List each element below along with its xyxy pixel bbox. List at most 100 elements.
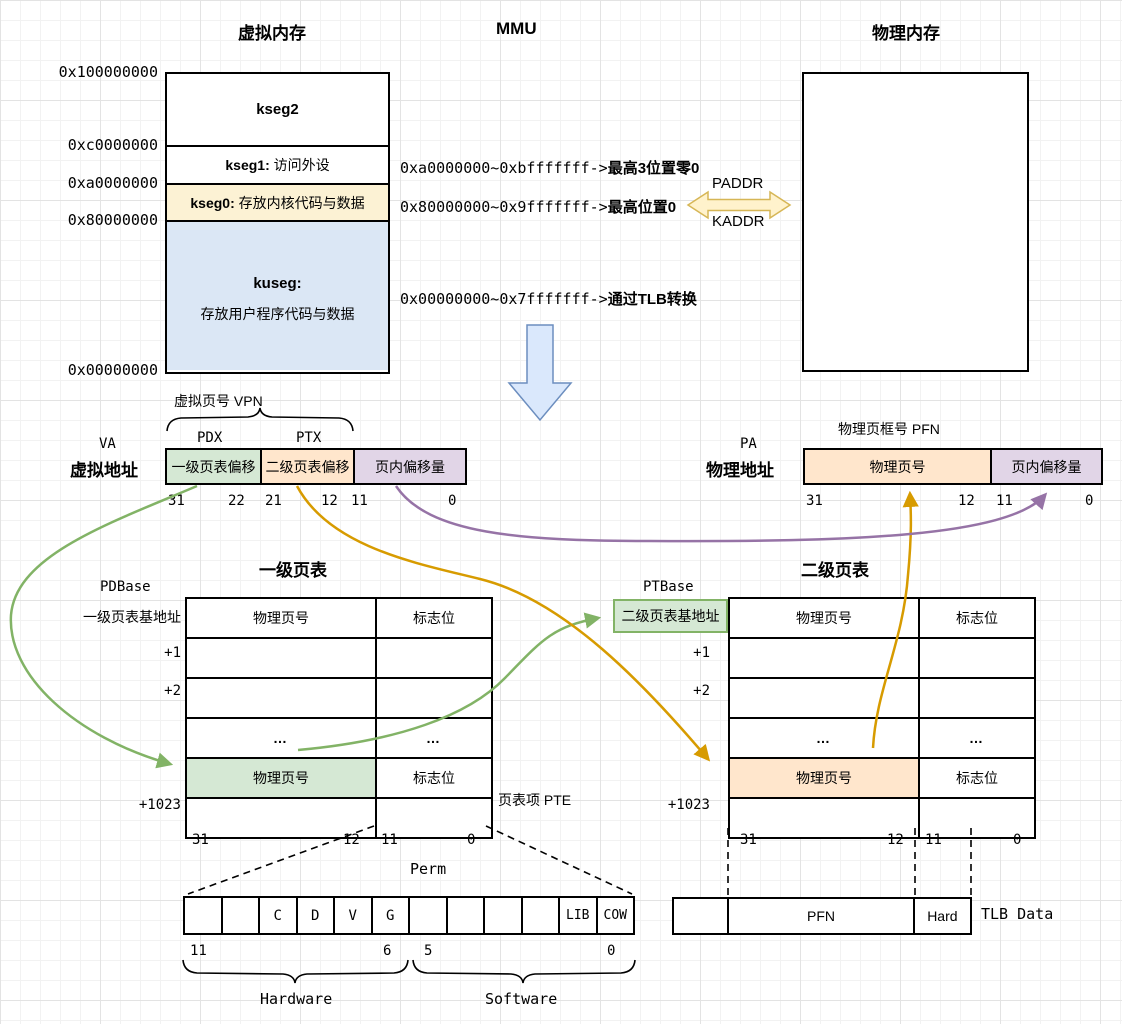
pfn-label: 物理页框号 PFN — [838, 421, 940, 437]
segment-kseg2: kseg2 — [167, 74, 388, 147]
pt2-bit-12: 12 — [887, 832, 904, 848]
perm-title: Perm — [410, 860, 447, 878]
software-label: Software — [485, 990, 558, 1008]
perm-cell-lib: LIB — [560, 898, 598, 933]
kseg2-label: kseg2 — [256, 101, 299, 118]
perm-bit-6: 6 — [383, 943, 392, 959]
pt2-plus2-label: +2 — [693, 683, 710, 699]
pt1-empty-cell — [375, 677, 493, 719]
pt2-empty-cell — [728, 637, 920, 679]
mmu-rule-kseg0: 0x80000000~0x9fffffff->最高位置0 — [400, 196, 676, 217]
pt1-plus2-label: +2 — [164, 683, 181, 699]
pt1-plus1023-label: +1023 — [138, 797, 181, 813]
mmu-rule-kuseg-action: 通过TLB转换 — [607, 291, 697, 308]
addr-0x100000000: 0x100000000 — [58, 63, 158, 81]
hardware-label: Hardware — [260, 990, 333, 1008]
level2-page-table: 物理页号标志位 …… 物理页号标志位 — [728, 597, 1036, 839]
tlb-data-entry: PFN Hard — [672, 897, 972, 935]
va-bit-0: 0 — [448, 493, 457, 509]
mmu-header: MMU — [496, 19, 537, 38]
table-row — [728, 677, 1036, 719]
kaddr-label: KADDR — [712, 213, 765, 230]
pt2-empty-cell — [728, 797, 920, 839]
pt1-bit-12: 12 — [343, 832, 360, 848]
dashed-line-pte-perm-right — [485, 825, 633, 895]
hardware-brace — [182, 959, 409, 984]
pt2-dots-cell: … — [728, 717, 920, 759]
kseg1-desc: 访问外设 — [273, 157, 330, 173]
pa-bit-31: 31 — [806, 493, 823, 509]
pa-title: 物理地址 — [706, 461, 774, 480]
mmu-rule-kseg0-action: 最高位置0 — [607, 199, 677, 216]
addr-0x80000000: 0x80000000 — [67, 211, 158, 229]
physical-memory-box — [802, 72, 1029, 372]
segment-kseg1: kseg1: 访问外设 — [167, 147, 388, 185]
tlb-data-label: TLB Data — [981, 905, 1054, 923]
perm-cell-v: V — [335, 898, 373, 933]
mmu-rule-kseg0-range: 0x80000000~0x9fffffff-> — [400, 198, 608, 216]
pt2-base-address-box: 二级页表基地址 — [613, 599, 728, 633]
table-row: 物理页号标志位 — [728, 757, 1036, 799]
perm-bit-11: 11 — [190, 943, 207, 959]
segment-kseg0: kseg0: 存放内核代码与数据 — [167, 185, 388, 222]
va-bit-21: 21 — [265, 493, 282, 509]
va-bit-22: 22 — [228, 493, 245, 509]
pt1-ppn-cell: 物理页号 — [185, 597, 377, 639]
purple-arrow-offset-to-pa — [394, 485, 1048, 543]
addr-0x00000000: 0x00000000 — [67, 361, 158, 379]
va-field-pdx-offset: 一级页表偏移 — [167, 450, 262, 483]
pa-field-page-number: 物理页号 — [805, 450, 992, 483]
va-field-ptx-offset: 二级页表偏移 — [262, 450, 355, 483]
table-row: 物理页号标志位 — [185, 597, 493, 639]
table-row — [185, 797, 493, 839]
pa-bit-11: 11 — [996, 493, 1013, 509]
pt1-empty-cell — [185, 677, 377, 719]
table-row — [185, 637, 493, 679]
software-brace — [412, 959, 636, 984]
kuseg-label: kuseg: — [253, 275, 302, 292]
perm-cell-8 — [485, 898, 523, 933]
perm-bit-0: 0 — [607, 943, 616, 959]
pt1-empty-cell — [375, 637, 493, 679]
pt1-selected-flags-cell: 标志位 — [375, 757, 493, 799]
perm-cell-7 — [448, 898, 485, 933]
pt2-empty-cell — [918, 797, 1036, 839]
pt1-plus1-label: +1 — [164, 645, 181, 661]
va-bit-12: 12 — [321, 493, 338, 509]
pa-bit-0: 0 — [1085, 493, 1094, 509]
va-bit-11: 11 — [351, 493, 368, 509]
va-short-label: VA — [99, 436, 116, 452]
kuseg-desc: 存放用户程序代码与数据 — [200, 306, 355, 322]
perm-bit-5: 5 — [424, 943, 433, 959]
pt2-flags-cell: 标志位 — [918, 597, 1036, 639]
perm-cell-d: D — [298, 898, 335, 933]
pt1-bit-0: 0 — [467, 832, 476, 848]
tlb-cell-hard: Hard — [927, 908, 958, 924]
perm-cell-1 — [223, 898, 260, 933]
addr-0xa0000000: 0xa0000000 — [67, 174, 158, 192]
paddr-label: PADDR — [712, 175, 764, 192]
pt2-empty-cell — [728, 677, 920, 719]
pt1-bit-31: 31 — [192, 832, 209, 848]
physical-memory-header: 物理内存 — [872, 24, 940, 43]
pt2-plus1023-label: +1023 — [667, 797, 710, 813]
pt2-bit-0: 0 — [1013, 832, 1022, 848]
pt1-flags-cell: 标志位 — [375, 597, 493, 639]
pt1-base-row-label: 一级页表基地址 — [83, 609, 181, 625]
mmu-rule-kseg1-action: 最高3位置零0 — [607, 160, 700, 177]
level1-page-table: 物理页号标志位 …… 物理页号标志位 — [185, 597, 493, 839]
mmu-rule-kseg1: 0xa0000000~0xbfffffff->最高3位置零0 — [400, 157, 699, 178]
pt2-ppn-cell: 物理页号 — [728, 597, 920, 639]
pa-field-page-offset: 页内偏移量 — [992, 450, 1101, 483]
pa-field-row: 物理页号 页内偏移量 — [803, 448, 1103, 485]
perm-cell-6 — [410, 898, 448, 933]
pt2-dots-cell: … — [918, 717, 1036, 759]
perm-cell-g: G — [373, 898, 410, 933]
table-row — [728, 797, 1036, 839]
pt2-selected-ppn-cell: 物理页号 — [728, 757, 920, 799]
kseg0-label: kseg0: — [190, 194, 235, 211]
pt1-title: 一级页表 — [259, 561, 327, 580]
vpn-brace — [166, 407, 354, 432]
pt1-dots-cell: … — [375, 717, 493, 759]
tlb-cell-empty — [674, 899, 730, 933]
